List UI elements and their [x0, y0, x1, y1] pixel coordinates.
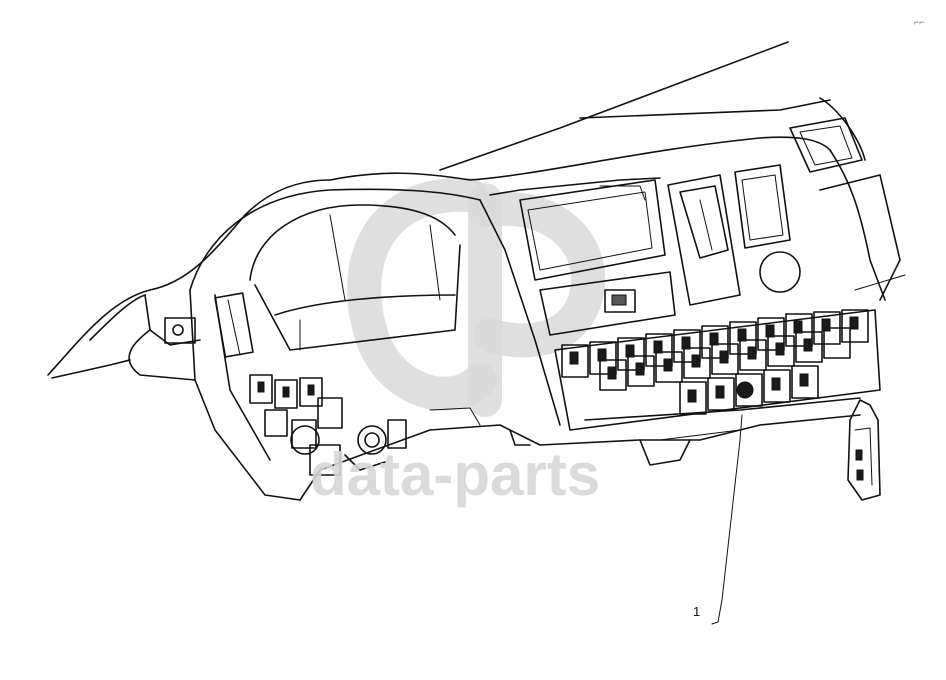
- radio-slot: [539, 271, 676, 336]
- center-vent: [667, 174, 741, 306]
- upper-right-vent: [789, 117, 863, 173]
- right-end-bracket: [847, 399, 881, 501]
- right-vent: [734, 164, 791, 249]
- ignition-switch: [344, 419, 407, 471]
- center-display-recess: [519, 179, 666, 281]
- watermark-text: data-parts: [310, 441, 600, 508]
- left-switch-block: [249, 374, 343, 476]
- switch-panel: [554, 309, 881, 431]
- left-bracket: [128, 294, 201, 381]
- dashboard-body: [47, 41, 906, 501]
- callout-1-label: 1: [693, 604, 700, 619]
- round-knob: [759, 251, 801, 293]
- callout-1: 1: [693, 414, 743, 625]
- corner-mark: ⌐⌐: [914, 17, 925, 27]
- gp-logo-watermark: [347, 177, 606, 417]
